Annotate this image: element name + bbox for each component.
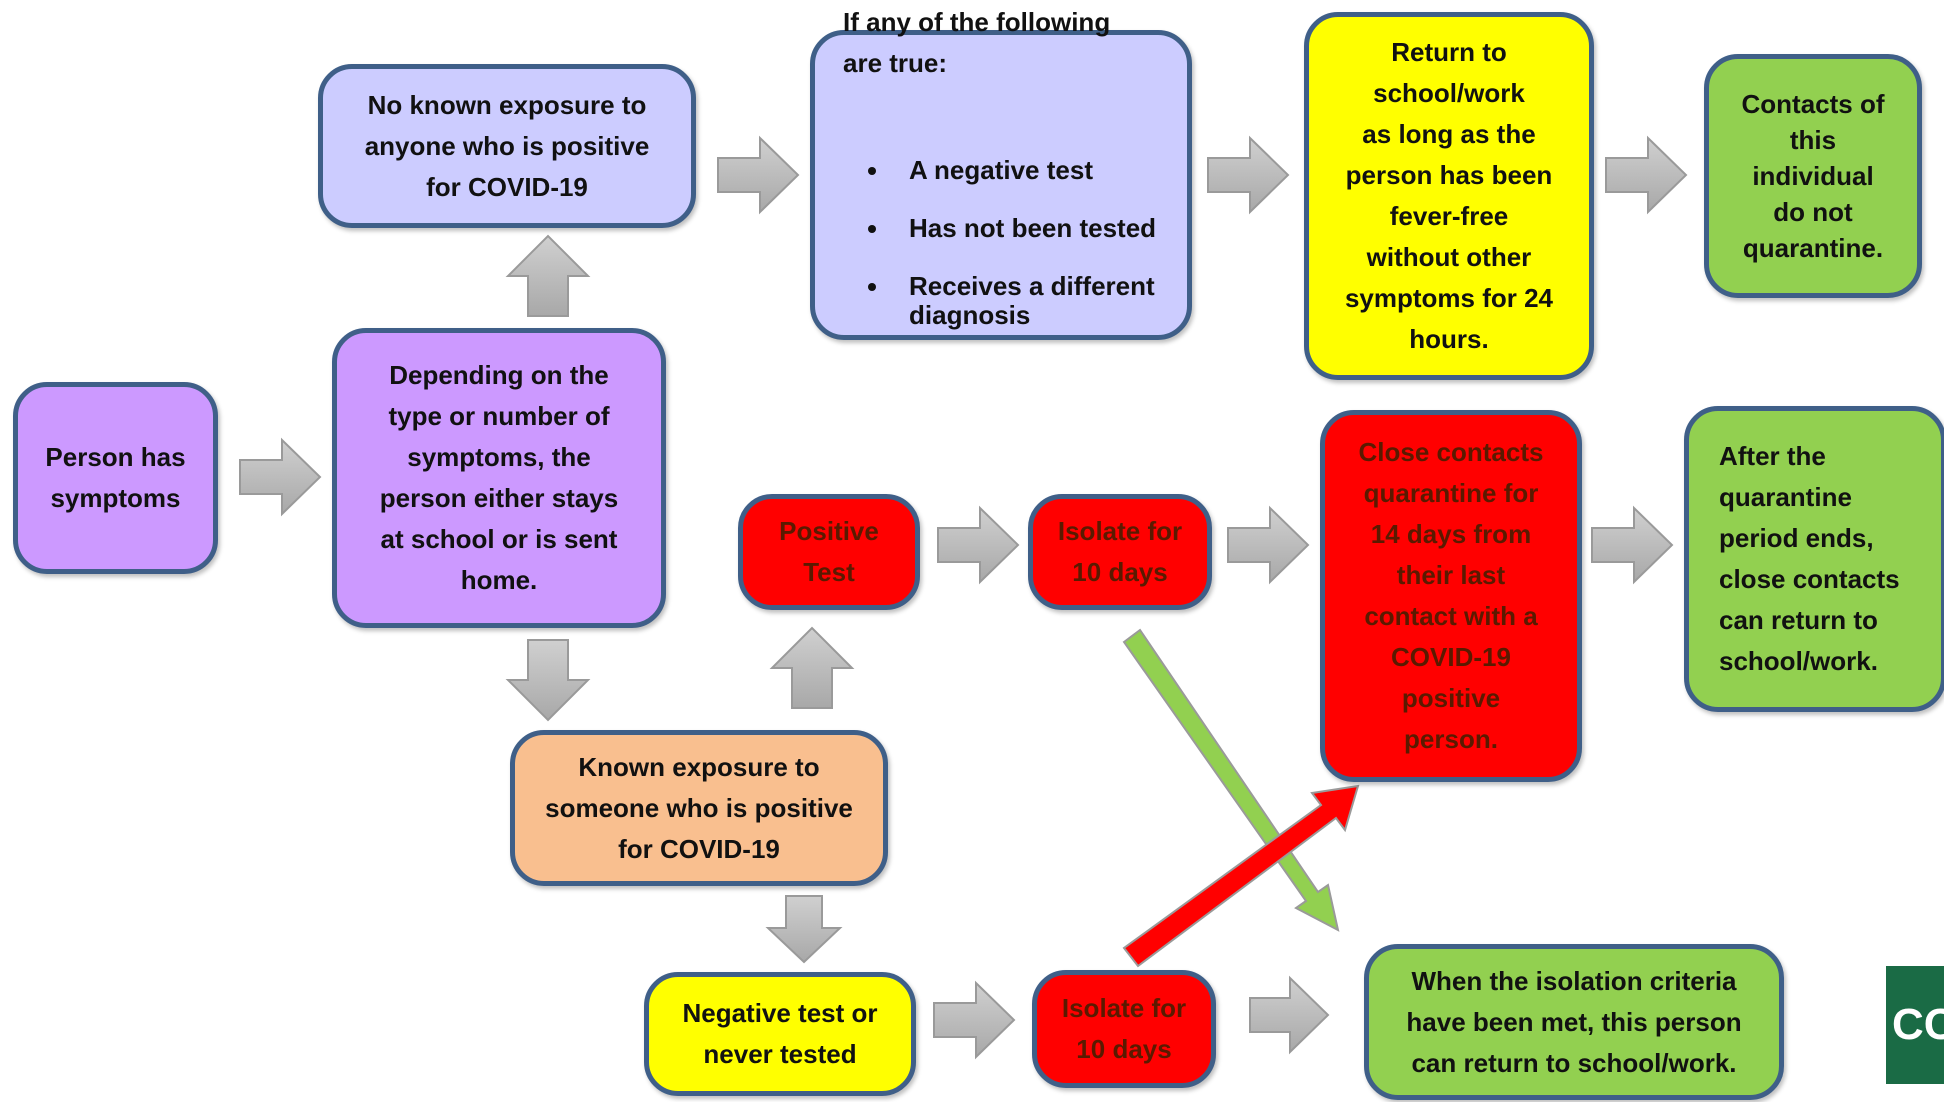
contacts-do-not-quarantine-box: Contacts of this individual do not quara… (1704, 54, 1922, 298)
list-item: A negative test (891, 155, 1163, 185)
arrow-noexposure-to-ifany (717, 135, 800, 215)
arrow-positive-to-isolate (937, 505, 1020, 585)
list-item: Receives a different diagnosis (891, 271, 1163, 330)
arrow-known-to-negative (765, 895, 843, 964)
after-quarantine-box: After the quarantine period ends, close … (1684, 406, 1944, 712)
if-any-following-heading: If any of the following are true: (843, 6, 1111, 78)
after-quarantine-text: After the quarantine period ends, close … (1719, 441, 1900, 676)
depending-on-symptoms-box: Depending on the type or number of sympt… (332, 328, 666, 628)
arrow-depending-to-known (505, 639, 591, 722)
negative-test-box: Negative test or never tested (644, 972, 916, 1096)
negative-test-text: Negative test or never tested (682, 998, 878, 1069)
arrow-isolate-to-close (1227, 505, 1310, 585)
isolate-10-days-top-box: Isolate for 10 days (1028, 494, 1212, 610)
arrow-close-to-after (1591, 505, 1674, 585)
if-any-following-box: If any of the following are true: A nega… (810, 7, 1192, 340)
person-has-symptoms-text: Person has symptoms (45, 442, 186, 513)
person-has-symptoms-box: Person has symptoms (13, 382, 218, 574)
isolation-criteria-met-text: When the isolation criteria have been me… (1406, 965, 1742, 1078)
contacts-do-not-quarantine-text: Contacts of this individual do not quara… (1741, 89, 1885, 263)
no-known-exposure-box: No known exposure to anyone who is posit… (318, 64, 696, 228)
positive-test-box: Positive Test (738, 494, 920, 610)
arrow-negative-to-isolate (933, 980, 1016, 1060)
isolate-10-days-bottom-box: Isolate for 10 days (1032, 970, 1216, 1088)
return-to-school-box: Return to school/work as long as the per… (1304, 12, 1594, 380)
positive-test-text: Positive Test (779, 516, 879, 587)
isolate-10-days-bottom-text: Isolate for 10 days (1061, 993, 1187, 1064)
known-exposure-box: Known exposure to someone who is positiv… (510, 730, 888, 886)
arrow-person-to-depending (239, 437, 322, 517)
close-contacts-quarantine-box: Close contacts quarantine for 14 days fr… (1320, 410, 1582, 782)
arrow-known-to-positive (769, 626, 855, 709)
arrow-isolate-to-met (1249, 975, 1330, 1055)
depending-on-symptoms-text: Depending on the type or number of sympt… (379, 360, 619, 595)
isolation-criteria-met-box: When the isolation criteria have been me… (1364, 944, 1784, 1100)
known-exposure-text: Known exposure to someone who is positiv… (545, 751, 853, 864)
close-contacts-quarantine-text: Close contacts quarantine for 14 days fr… (1358, 437, 1544, 754)
return-to-school-text: Return to school/work as long as the per… (1344, 37, 1554, 354)
list-item: Has not been tested (891, 213, 1163, 243)
isolate-10-days-top-text: Isolate for 10 days (1057, 516, 1183, 587)
arrow-ifany-to-return (1207, 135, 1290, 215)
logo: CC (1886, 966, 1944, 1084)
arrow-return-to-contacts (1605, 135, 1688, 215)
arrow-depending-to-noexposure (505, 234, 591, 317)
if-any-following-list: A negative test Has not been tested Rece… (843, 127, 1163, 359)
arrow-red-diagonal (1122, 784, 1360, 968)
no-known-exposure-text: No known exposure to anyone who is posit… (364, 89, 650, 202)
